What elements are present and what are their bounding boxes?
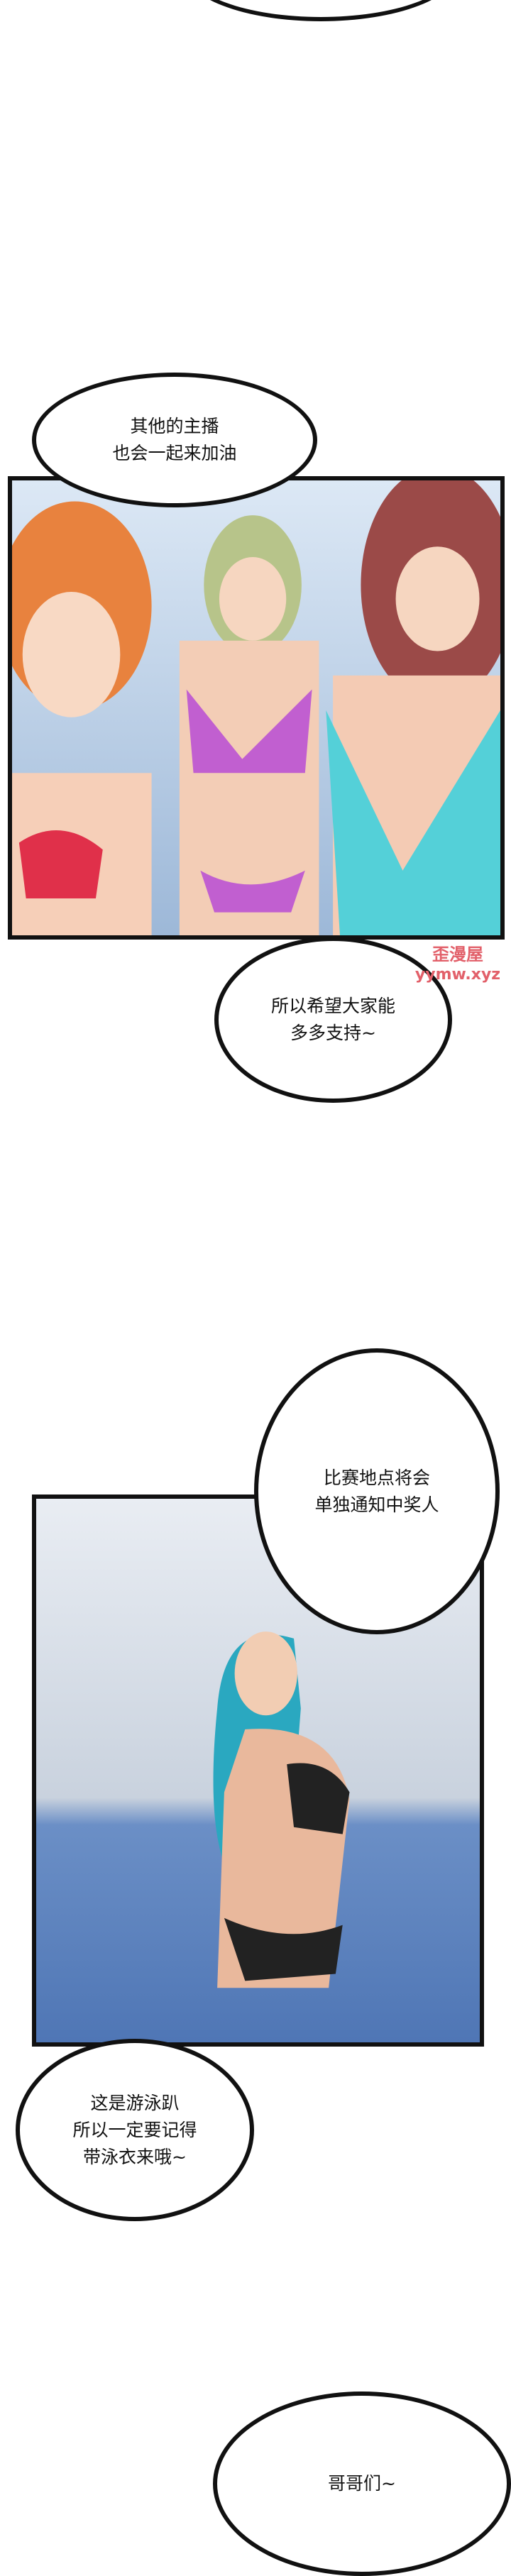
bubble-text: 也会一起来加油 — [112, 443, 237, 463]
speech-bubble-3: 比赛地点将会 单独通知中奖人 — [254, 1348, 500, 1634]
panel-1-illustration — [12, 480, 500, 935]
speech-bubble-2: 所以希望大家能 多多支持~ — [214, 937, 452, 1103]
bubble-text: 多多支持~ — [290, 1023, 376, 1043]
bubble-text: 比赛地点将会 — [323, 1467, 430, 1488]
bubble-text: 所以希望大家能 — [270, 996, 395, 1016]
speech-bubble-1: 其他的主播 也会一起来加油 — [32, 373, 317, 507]
bubble-text: 其他的主播 — [130, 416, 219, 436]
comic-panel-1 — [8, 476, 505, 940]
bubble-text: 哥哥们~ — [328, 2473, 396, 2494]
top-speech-bubble — [182, 0, 459, 21]
bubble-text: 这是游泳趴 — [90, 2092, 180, 2113]
watermark-name: 歪漫屋 — [432, 945, 483, 964]
bubble-text: 所以一定要记得 — [72, 2119, 197, 2140]
speech-bubble-4: 这是游泳趴 所以一定要记得 带泳衣来哦~ — [16, 2039, 254, 2221]
watermark: 歪漫屋 yymw.xyz — [408, 944, 507, 985]
speech-bubble-5: 哥哥们~ — [213, 2391, 511, 2576]
watermark-url: yymw.xyz — [414, 966, 501, 984]
bubble-text: 单独通知中奖人 — [314, 1494, 439, 1515]
bubble-text: 带泳衣来哦~ — [83, 2146, 187, 2167]
